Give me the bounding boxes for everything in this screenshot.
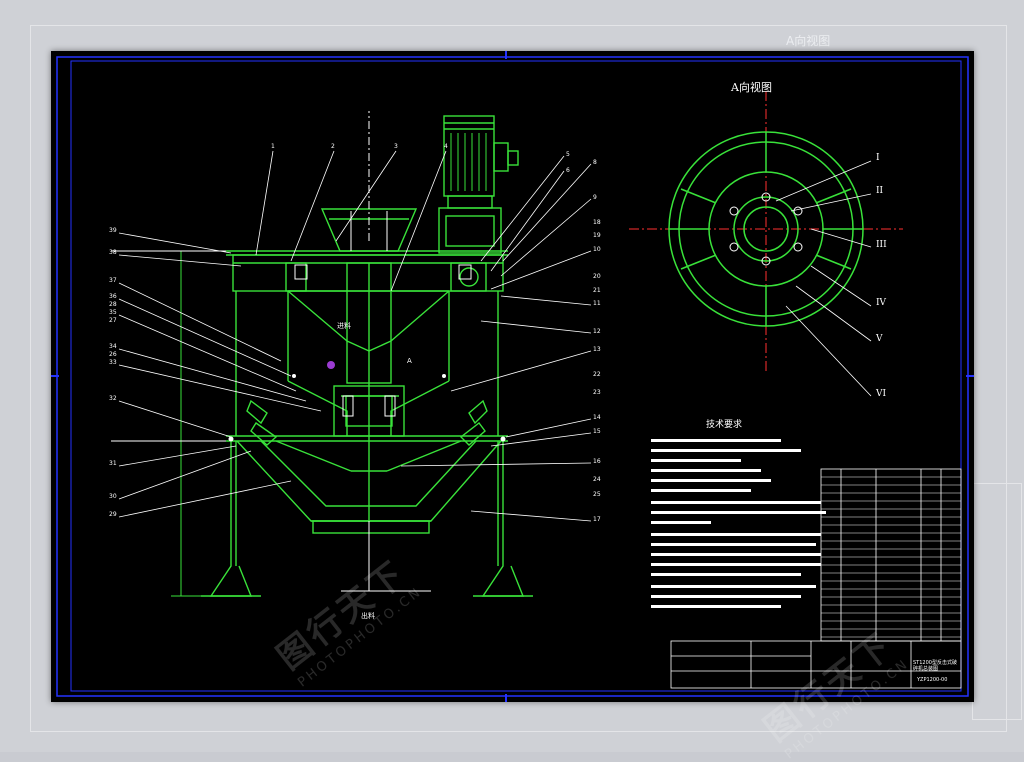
label-mark-a: A: [407, 357, 412, 365]
leader-number: 38: [109, 249, 117, 256]
leader-number: 39: [109, 227, 117, 234]
leader-number: 20: [593, 273, 601, 280]
main-assembly: [171, 115, 533, 597]
leader-number: 4: [444, 143, 448, 150]
ring-label-5: V: [876, 334, 883, 344]
title-block-number: YZP1200-00: [917, 677, 948, 683]
leader-number: 17: [593, 516, 601, 523]
leader-number: 19: [593, 232, 601, 239]
leader-number: 37: [109, 277, 117, 284]
leader-number: 3: [394, 143, 398, 150]
ring-label-2: II: [876, 186, 884, 196]
white-details: [111, 111, 472, 592]
leader-number: 2: [331, 143, 335, 150]
leader-number: 35: [109, 309, 117, 316]
leader-number: 25: [593, 491, 601, 498]
leader-number: 18: [593, 219, 601, 226]
ghost-frame: [30, 25, 1007, 732]
title-block: [670, 640, 962, 689]
tech-text-lines: [651, 439, 826, 608]
center-marks: [51, 51, 974, 702]
outer-frame: [56, 56, 969, 697]
leader-number: 6: [566, 167, 570, 174]
leader-number: 8: [593, 159, 597, 166]
leader-lines: [118, 150, 592, 522]
leader-number: 12: [593, 328, 601, 335]
leader-number: 21: [593, 287, 601, 294]
leader-number: 5: [566, 151, 570, 158]
view-a-title: A向视图: [731, 81, 772, 94]
label-feed: 进料: [337, 322, 351, 330]
leader-number: 26: [109, 351, 117, 358]
tech-requirements-title: 技术要求: [706, 420, 743, 430]
leader-number: 34: [109, 343, 117, 350]
ring-label-6: VI: [876, 389, 887, 399]
leader-number: 24: [593, 476, 601, 483]
leader-number: 11: [593, 300, 601, 307]
leader-number: 30: [109, 493, 117, 500]
label-discharge: 出料: [361, 612, 375, 620]
leader-number: 14: [593, 414, 601, 421]
ring-label-1: I: [876, 153, 880, 163]
leader-number: 23: [593, 389, 601, 396]
view-a: [629, 91, 903, 397]
leader-number: 13: [593, 346, 601, 353]
leader-number: 33: [109, 359, 117, 366]
inner-frame: [70, 60, 962, 692]
title-block-name: ST1200型反击式破碎机总装图: [913, 660, 957, 672]
ghost-title-block: [972, 483, 1022, 720]
leader-number: 32: [109, 395, 117, 402]
leader-number: 15: [593, 428, 601, 435]
leader-number: 9: [593, 194, 597, 201]
leader-number: 22: [593, 371, 601, 378]
leader-number: 27: [109, 317, 117, 324]
ring-label-4: IV: [876, 298, 887, 308]
bom-table: [820, 468, 962, 642]
leader-number: 29: [109, 511, 117, 518]
small-nodes: [228, 374, 506, 442]
bom-rows: [821, 476, 961, 638]
leader-number: 36: [109, 293, 117, 300]
cad-drawing: [51, 51, 974, 702]
ring-label-3: III: [876, 240, 887, 250]
ghost-title: A向视图: [786, 34, 831, 48]
leader-number: 28: [109, 301, 117, 308]
gearbox: [438, 207, 502, 254]
feed-hopper: [320, 208, 418, 252]
leader-number: 10: [593, 246, 601, 253]
leader-number: 31: [109, 460, 117, 467]
leader-number: 16: [593, 458, 601, 465]
drawing-sheet: A向视图 I II III IV V VI 进料 A 出料 技术要求 ST120…: [51, 51, 974, 702]
leader-number: 1: [271, 143, 275, 150]
purple-marker: [327, 361, 335, 369]
